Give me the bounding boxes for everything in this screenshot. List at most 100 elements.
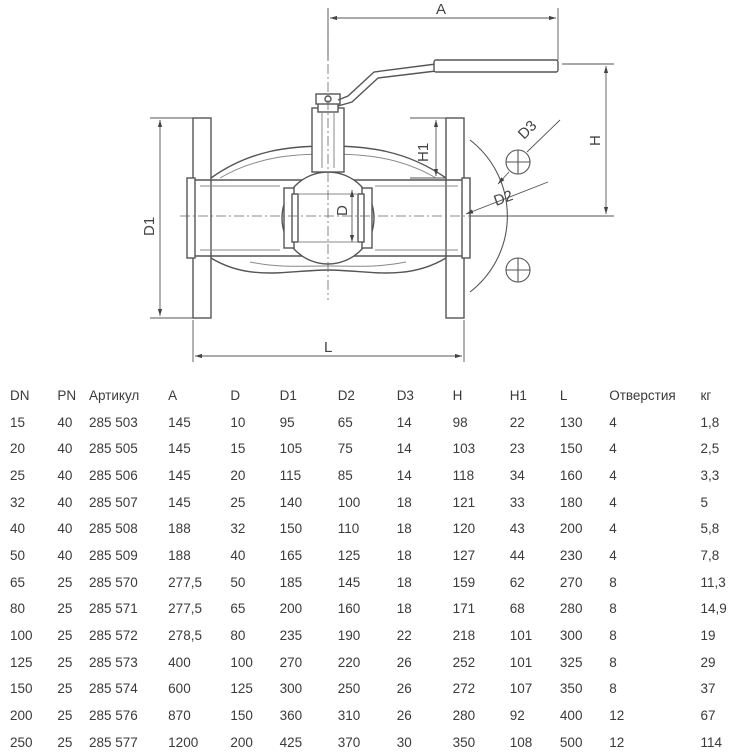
column-header: кг [700, 387, 712, 403]
table-cell: 200 [279, 601, 303, 617]
table-cell: 370 [337, 734, 361, 750]
table-cell: 75 [337, 441, 353, 457]
table-cell: 98 [452, 414, 468, 430]
table-cell: 235 [279, 628, 303, 644]
table-cell: 125 [230, 681, 253, 697]
table-cell: 270 [279, 654, 303, 670]
table-cell: 130 [559, 414, 583, 430]
table-cell: 150 [230, 708, 253, 724]
table-cell: 4 [609, 414, 617, 430]
label-H1: H1 [415, 143, 432, 162]
column-header: D2 [337, 387, 355, 403]
table-cell: 20 [10, 441, 26, 457]
column-header: A [168, 387, 178, 403]
table-cell: 1200 [168, 734, 199, 750]
table-cell: 40 [10, 521, 26, 537]
table-cell: 150 [279, 521, 303, 537]
table-cell: 285 573 [88, 654, 138, 670]
table-cell: 44 [509, 547, 525, 563]
table-cell: 360 [279, 708, 303, 724]
table-cell: 29 [700, 654, 716, 670]
column-header: Артикул [88, 387, 140, 403]
table-cell: 400 [168, 654, 191, 670]
table-cell: 285 570 [88, 574, 138, 590]
table-cell: 8 [609, 574, 617, 590]
table-cell: 40 [57, 414, 73, 430]
table-cell: 272 [452, 681, 476, 697]
table-cell: 145 [337, 574, 361, 590]
table-cell: 285 572 [88, 628, 138, 644]
table-cell: 18 [396, 574, 412, 590]
table-cell: 26 [396, 708, 412, 724]
table-cell: 150 [10, 681, 33, 697]
table-cell: 425 [279, 734, 303, 750]
table-cell: 120 [452, 521, 476, 537]
table-cell: 125 [337, 547, 361, 563]
label-D3: D3 [515, 117, 541, 143]
table-cell: 350 [559, 681, 583, 697]
table-cell: 32 [10, 494, 26, 510]
table-cell: 600 [168, 681, 191, 697]
table-cell: 4 [609, 467, 617, 483]
table-cell: 115 [279, 467, 302, 483]
table-cell: 62 [509, 574, 525, 590]
table-cell: 85 [337, 467, 353, 483]
column-header: D3 [396, 387, 414, 403]
table-cell: 230 [559, 547, 583, 563]
table-cell: 285 574 [88, 681, 138, 697]
table-cell: 280 [452, 708, 476, 724]
table-cell: 8 [609, 601, 617, 617]
table-cell: 65 [337, 414, 353, 430]
table-cell: 100 [337, 494, 361, 510]
table-cell: 125 [10, 654, 33, 670]
table-cell: 26 [396, 681, 412, 697]
table-cell: 350 [452, 734, 476, 750]
table-cell: 277,5 [168, 601, 202, 617]
table-cell: 145 [168, 441, 191, 457]
table-cell: 26 [396, 654, 412, 670]
table-cell: 14 [396, 467, 412, 483]
table-cell: 285 571 [88, 601, 138, 617]
column-header: D [230, 387, 241, 403]
table-cell: 285 576 [88, 708, 138, 724]
table-cell: 270 [559, 574, 583, 590]
table-cell: 285 505 [88, 441, 138, 457]
table-cell: 14 [396, 441, 412, 457]
table-cell: 160 [559, 467, 583, 483]
table-cell: 278,5 [168, 628, 202, 644]
table-cell: 4 [609, 494, 617, 510]
table-cell: 19 [700, 628, 716, 644]
table-cell: 25 [57, 708, 73, 724]
table-cell: 15 [230, 441, 246, 457]
table-cell: 400 [559, 708, 583, 724]
table-cell: 37 [700, 681, 716, 697]
table-cell: 140 [279, 494, 303, 510]
table-cell: 4 [609, 441, 617, 457]
table-cell: 40 [57, 441, 73, 457]
table-cell: 285 506 [88, 467, 138, 483]
table-cell: 870 [168, 708, 191, 724]
ball-valve-drawing: A H H1 D1 D D2 D3 L [141, 1, 614, 362]
label-D2: D2 [492, 187, 516, 210]
table-cell: 25 [57, 574, 73, 590]
table-cell: 25 [57, 601, 73, 617]
table-cell: 5 [700, 494, 709, 510]
table-cell: 18 [396, 547, 412, 563]
table-cell: 7,8 [700, 547, 720, 563]
table-cell: 165 [279, 547, 303, 563]
label-H: H [587, 135, 604, 146]
table-cell: 95 [279, 414, 295, 430]
table-cell: 180 [559, 494, 583, 510]
